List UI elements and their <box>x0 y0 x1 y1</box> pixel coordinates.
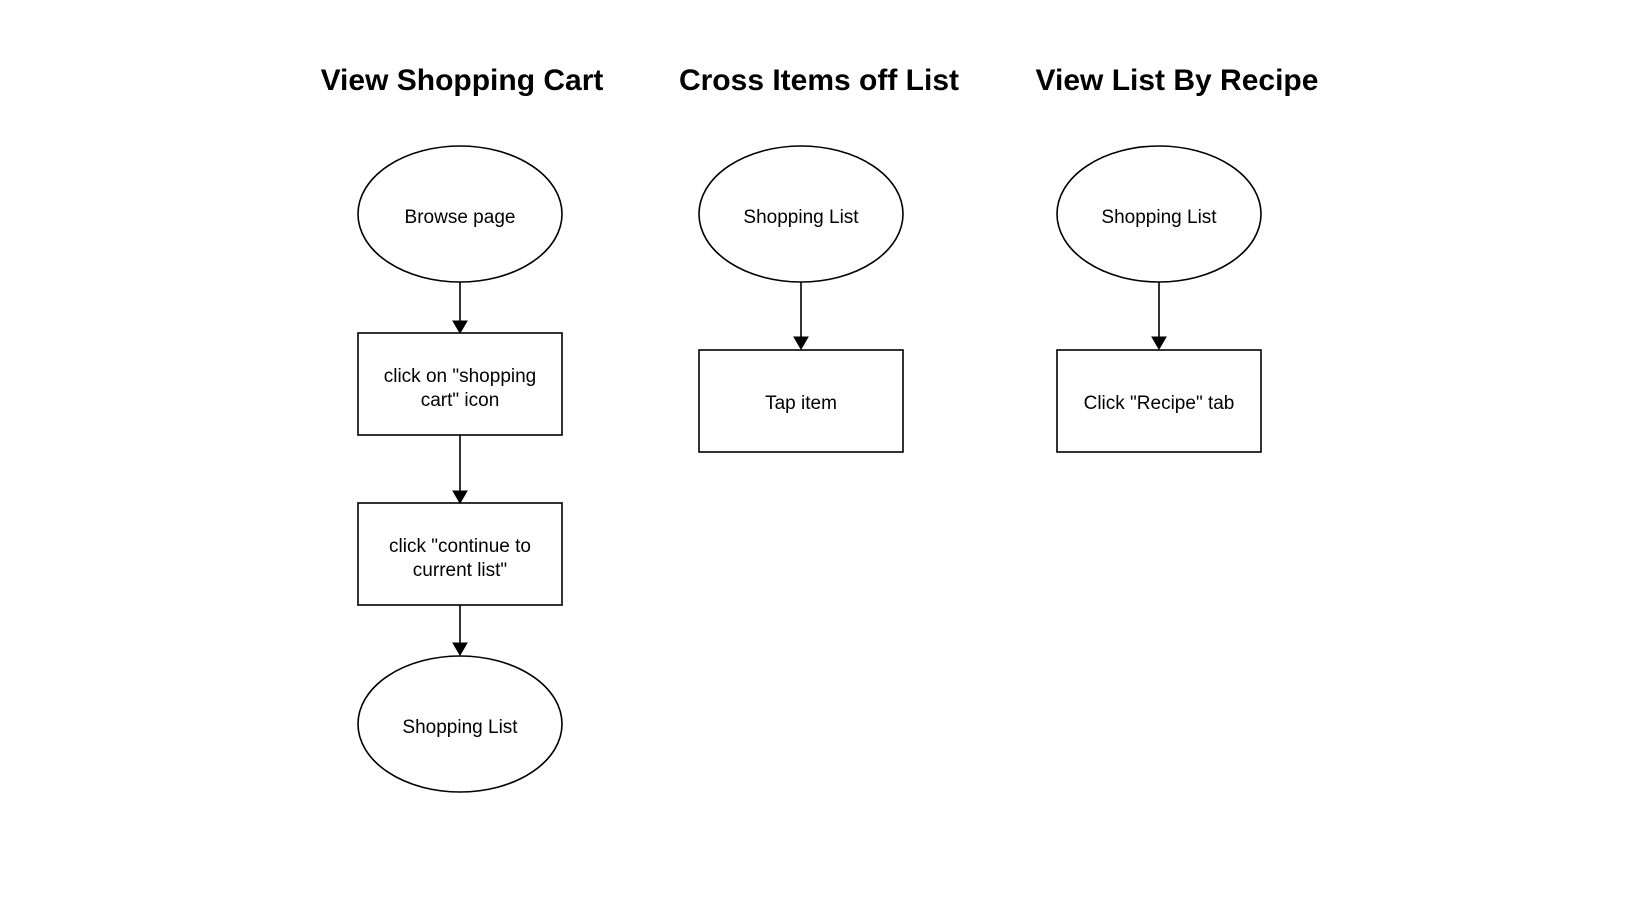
node-label-line-1: click "continue to <box>389 536 531 557</box>
node-label-line-2: current list" <box>413 560 507 581</box>
flow-view-shopping-cart: Browse page click on "shopping cart" ico… <box>357 145 563 793</box>
flow-title-view-list-by-recipe: View List By Recipe <box>1036 64 1319 97</box>
node-click-continue-to-current-list: click "continue to current list" <box>357 502 563 606</box>
node-label: Browse page <box>405 207 516 228</box>
edge-arrow <box>452 605 468 656</box>
node-label: Tap item <box>765 393 837 414</box>
node-label: Shopping List <box>402 717 518 738</box>
node-click-shopping-cart-icon: click on "shopping cart" icon <box>357 332 563 436</box>
node-shopping-list: Shopping List <box>357 655 563 793</box>
flow-view-list-by-recipe: Shopping List Click "Recipe" tab <box>1056 145 1262 453</box>
node-label: Shopping List <box>1101 207 1217 228</box>
node-label: Click "Recipe" tab <box>1084 393 1235 414</box>
node-shopping-list: Shopping List <box>1056 145 1262 283</box>
edge-arrow <box>793 282 809 350</box>
flow-title-view-shopping-cart: View Shopping Cart <box>321 64 604 97</box>
flow-cross-items-off-list: Shopping List Tap item <box>698 145 904 453</box>
flow-title-cross-items-off-list: Cross Items off List <box>679 64 959 97</box>
node-label-line-1: click on "shopping <box>384 366 537 387</box>
node-label: Shopping List <box>743 207 859 228</box>
node-tap-item: Tap item <box>698 349 904 453</box>
node-label-line-2: cart" icon <box>421 390 500 411</box>
edge-arrow <box>452 435 468 504</box>
node-shopping-list: Shopping List <box>698 145 904 283</box>
node-browse-page: Browse page <box>357 145 563 283</box>
node-click-recipe-tab: Click "Recipe" tab <box>1056 349 1262 453</box>
edge-arrow <box>1151 282 1167 350</box>
edge-arrow <box>452 282 468 334</box>
